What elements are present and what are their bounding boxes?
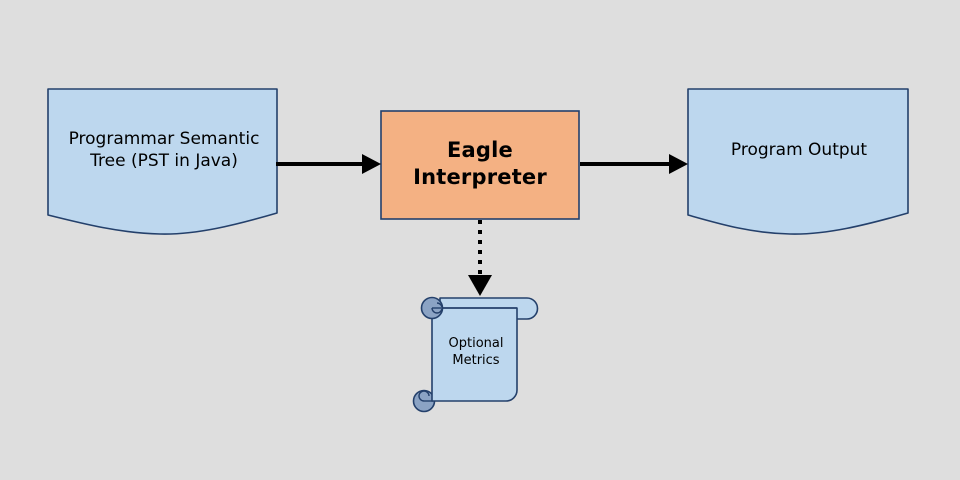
node-metrics-shape[interactable] [412, 296, 539, 413]
edge-interpreter-to-output [580, 154, 688, 174]
edge-pst-to-interpreter [276, 154, 381, 174]
edge-interpreter-to-metrics [468, 220, 492, 296]
node-pst-shape[interactable] [47, 88, 278, 235]
node-output-shape[interactable] [687, 88, 909, 235]
node-interpreter-shape[interactable] [380, 110, 580, 220]
